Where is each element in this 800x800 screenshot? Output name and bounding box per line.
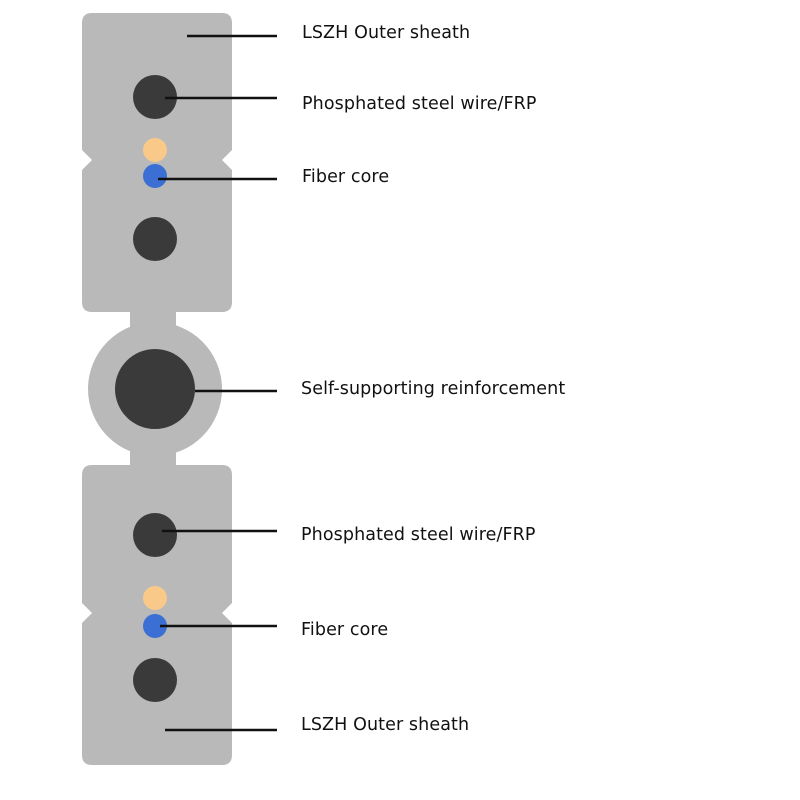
label-top-sheath: LSZH Outer sheath [302, 23, 471, 43]
bottom-fiber-orange [143, 586, 167, 610]
top-steel-wire-lower [133, 217, 177, 261]
label-bottom-sheath: LSZH Outer sheath [301, 715, 470, 735]
label-top-steel-wire: Phosphated steel wire/FRP [302, 94, 537, 114]
label-bottom-fiber-core: Fiber core [301, 620, 389, 640]
label-reinforcement: Self-supporting reinforcement [301, 379, 566, 399]
top-steel-wire-upper [133, 75, 177, 119]
top-fiber-blue [143, 164, 167, 188]
label-bottom-steel-wire: Phosphated steel wire/FRP [301, 525, 536, 545]
top-sheath-block [82, 13, 232, 312]
bottom-steel-wire-lower [133, 658, 177, 702]
label-top-fiber-core: Fiber core [302, 167, 390, 187]
bottom-fiber-blue [143, 614, 167, 638]
reinforcement-core [115, 349, 195, 429]
top-fiber-orange [143, 138, 167, 162]
bottom-steel-wire-upper [133, 513, 177, 557]
